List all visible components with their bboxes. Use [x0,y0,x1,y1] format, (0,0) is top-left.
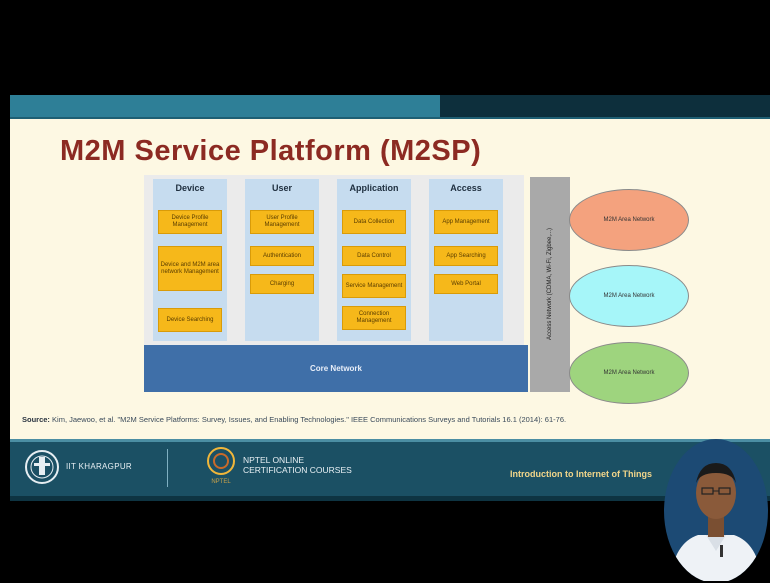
footer-top-line [10,439,770,442]
nptel-logo-icon: NPTEL [207,447,235,485]
course-title: Introduction to Internet of Things [510,469,652,479]
module-data-collection: Data Collection [342,210,406,234]
core-network-bar: Core Network [144,345,528,392]
column-header-device: Device [175,183,205,193]
m2m-area-network-3: M2M Area Network [569,342,689,404]
module-device-profile-management: Device Profile Management [158,210,222,234]
nptel-logo-text: NPTEL [211,479,231,485]
column-application: Application Data Collection Data Control… [337,179,411,341]
presenter-video-icon [664,439,768,581]
access-network-label: Access Network (CDMA, Wi-Fi, Zigbee,...) [547,227,553,341]
source-text: Kim, Jaewoo, et al. "M2M Service Platfor… [52,415,567,424]
module-app-searching: App Searching [434,246,498,266]
module-device-network-management: Device and M2M area network Management [158,246,222,291]
module-data-control: Data Control [342,246,406,266]
column-user: User User Profile Management Authenticat… [245,179,319,341]
nptel-line-1: NPTEL ONLINE [243,455,305,465]
institute-name: IIT KHARAGPUR [66,462,132,471]
m2m-area-network-1: M2M Area Network [569,189,689,251]
column-header-application: Application [349,183,399,193]
module-web-portal: Web Portal [434,274,498,294]
header-band-line [10,117,770,119]
column-header-access: Access [450,183,482,193]
access-network-bar: Access Network (CDMA, Wi-Fi, Zigbee,...) [530,177,570,392]
footer-bar: IIT KHARAGPUR NPTEL NPTEL ONLINE CERTIFI… [10,439,770,501]
column-access: Access App Management App Searching Web … [429,179,503,341]
footer-bottom-line [10,496,770,501]
module-charging: Charging [250,274,314,294]
column-device: Device Device Profile Management Device … [153,179,227,341]
source-label: Source: [22,415,50,424]
slide: M2M Service Platform (M2SP) Device Devic… [10,95,770,501]
header-band-teal [10,95,460,117]
module-app-management: App Management [434,210,498,234]
column-header-user: User [271,183,292,193]
header-band-dark [440,95,770,117]
module-connection-management: Connection Management [342,306,406,330]
service-platform-diagram: Device Device Profile Management Device … [144,175,524,345]
source-citation: Source: Kim, Jaewoo, et al. "M2M Service… [22,415,762,425]
module-user-profile-management: User Profile Management [250,210,314,234]
module-service-management: Service Management [342,274,406,298]
slide-title: M2M Service Platform (M2SP) [60,135,482,167]
iit-kharagpur-logo-icon [25,450,59,484]
m2m-area-network-2: M2M Area Network [569,265,689,327]
module-device-searching: Device Searching [158,308,222,332]
footer-divider [167,449,168,487]
nptel-line-2: CERTIFICATION COURSES [243,465,352,475]
nptel-text: NPTEL ONLINE CERTIFICATION COURSES [243,455,352,475]
module-authentication: Authentication [250,246,314,266]
